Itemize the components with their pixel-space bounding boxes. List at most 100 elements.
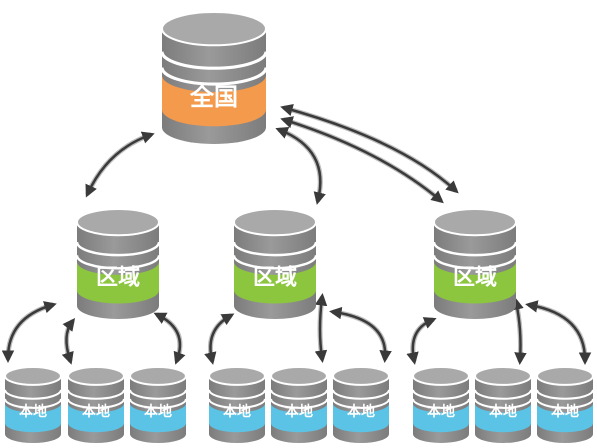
national-cylinder xyxy=(160,11,268,144)
cylinder-band xyxy=(130,403,186,433)
local-cylinder-3 xyxy=(129,366,187,443)
regional-database-2: 区域 xyxy=(232,208,318,320)
cylinder-band xyxy=(77,261,159,304)
cylinder-band xyxy=(271,403,327,433)
bidirectional-arrow xyxy=(280,116,444,204)
cylinder-top xyxy=(67,366,125,386)
cylinder-top xyxy=(270,366,328,386)
cylinder-ring xyxy=(270,398,328,409)
cylinder-ring xyxy=(75,254,161,270)
cylinder-ring xyxy=(270,389,328,400)
bidirectional-arrow xyxy=(406,317,437,365)
local-cylinder-6 xyxy=(332,366,390,443)
bidirectional-arrow xyxy=(61,318,76,365)
local-label-8: 本地 xyxy=(489,403,517,420)
cylinder-band xyxy=(68,403,124,433)
local-database-4: 本地 xyxy=(208,366,266,443)
cylinder-ring xyxy=(474,398,532,409)
cylinder-ring xyxy=(75,241,161,257)
cylinder-top xyxy=(433,208,517,237)
cylinder-ring xyxy=(4,389,62,400)
local-database-9: 本地 xyxy=(536,366,594,443)
cylinder-top xyxy=(129,366,187,386)
bidirectional-arrow xyxy=(153,312,186,365)
cylinder-band xyxy=(162,75,266,127)
national-label: 全国 xyxy=(189,83,238,111)
cylinder-ring xyxy=(474,389,532,400)
local-label-5: 本地 xyxy=(285,403,313,420)
cylinder-ring xyxy=(129,389,187,400)
regional-label-3: 区域 xyxy=(453,265,497,291)
cylinder-top xyxy=(474,366,532,386)
bidirectional-arrow xyxy=(275,126,326,205)
cylinder-band xyxy=(413,403,469,433)
bidirectional-arrow xyxy=(314,293,328,363)
cylinder-ring xyxy=(232,241,318,257)
cylinder-band xyxy=(537,403,593,433)
bidirectional-arrow xyxy=(525,300,592,365)
cylinder-band xyxy=(434,261,516,304)
local-label-2: 本地 xyxy=(82,403,110,420)
local-label-3: 本地 xyxy=(144,403,172,420)
cylinder-ring xyxy=(4,398,62,409)
cylinder-top xyxy=(412,366,470,386)
local-label-7: 本地 xyxy=(427,403,455,420)
local-cylinder-2 xyxy=(67,366,125,443)
connection-arrow-shadow xyxy=(85,132,153,196)
cylinder-ring xyxy=(412,398,470,409)
local-label-9: 本地 xyxy=(551,403,579,420)
cylinder-top xyxy=(233,208,317,237)
local-cylinder-4 xyxy=(208,366,266,443)
local-label-6: 本地 xyxy=(347,403,375,420)
local-database-1: 本地 xyxy=(4,366,62,443)
national-database: 全国 xyxy=(160,11,268,144)
cylinder-ring xyxy=(536,389,594,400)
bidirectional-arrow xyxy=(329,306,392,363)
cylinder-top xyxy=(4,366,62,386)
local-cylinder-7 xyxy=(412,366,470,443)
cylinder-band xyxy=(333,403,389,433)
cylinder-ring xyxy=(432,254,518,270)
cylinder-top xyxy=(208,366,266,386)
cylinder-band xyxy=(209,403,265,433)
cylinder-ring xyxy=(332,389,390,400)
cylinder-band xyxy=(234,261,316,304)
cylinder-band xyxy=(5,403,61,433)
regional-cylinder-1 xyxy=(75,208,161,320)
local-label-4: 本地 xyxy=(223,403,251,420)
cylinder-top xyxy=(161,11,267,47)
cylinder-ring xyxy=(332,398,390,409)
cylinder-ring xyxy=(208,389,266,400)
cylinder-ring xyxy=(208,398,266,409)
regional-cylinder-3 xyxy=(432,208,518,320)
local-database-5: 本地 xyxy=(270,366,328,443)
local-cylinder-5 xyxy=(270,366,328,443)
regional-cylinder-2 xyxy=(232,208,318,320)
cylinder-ring xyxy=(232,254,318,270)
cylinder-top xyxy=(332,366,390,386)
cylinder-ring xyxy=(412,389,470,400)
local-cylinder-8 xyxy=(474,366,532,443)
cylinder-ring xyxy=(67,398,125,409)
local-database-3: 本地 xyxy=(129,366,187,443)
regional-database-3: 区域 xyxy=(432,208,518,320)
local-label-1: 本地 xyxy=(19,403,47,420)
cylinder-ring xyxy=(67,389,125,400)
cylinder-ring xyxy=(432,241,518,257)
cylinder-ring xyxy=(129,398,187,409)
cylinder-ring xyxy=(536,398,594,409)
cylinder-ring xyxy=(160,51,268,70)
local-database-6: 本地 xyxy=(332,366,390,443)
bidirectional-arrow xyxy=(511,297,527,365)
regional-label-2: 区域 xyxy=(253,265,297,291)
cylinder-top xyxy=(536,366,594,386)
cylinder-band xyxy=(475,403,531,433)
regional-database-1: 区域 xyxy=(75,208,161,320)
bidirectional-arrow xyxy=(85,131,155,198)
local-database-8: 本地 xyxy=(474,366,532,443)
cylinder-top xyxy=(76,208,160,237)
local-database-7: 本地 xyxy=(412,366,470,443)
bidirectional-arrow xyxy=(204,313,235,365)
local-cylinder-1 xyxy=(4,366,62,443)
